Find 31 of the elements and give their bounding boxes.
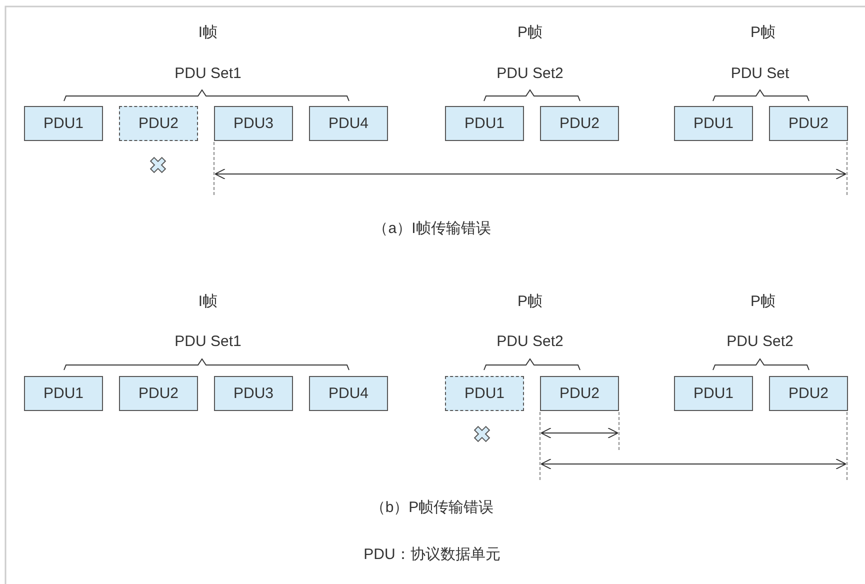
pdu-box: PDU1 [674,106,753,141]
pdu-box: PDU3 [214,106,293,141]
pdu-box: PDU1 [24,376,103,411]
pdu-box: PDU2 [769,106,848,141]
set-label: PDU Set2 [726,333,794,351]
pdu-box: PDU1 [674,376,753,411]
set-label: PDU Set2 [496,65,564,83]
caption: （a）I帧传输错误 [373,220,491,238]
frame-label: I帧 [198,24,218,42]
frame-label: P帧 [750,293,776,311]
pdu-box: PDU4 [309,106,388,141]
pdu-box: PDU2 [769,376,848,411]
pdu-box: PDU4 [309,376,388,411]
pdu-box: PDU1 [24,106,103,141]
frame-label: P帧 [750,24,776,42]
pdu-box: PDU1 [445,376,524,411]
pdu-box: PDU1 [445,106,524,141]
note: PDU：协议数据单元 [364,546,500,564]
pdu-box: PDU2 [119,106,198,141]
set-label: PDU Set1 [174,333,242,351]
frame-label: P帧 [518,24,542,42]
caption: （b）P帧传输错误 [370,499,494,517]
pdu-box: PDU2 [540,376,619,411]
pdu-box: PDU2 [540,106,619,141]
frame-label: I帧 [198,293,218,311]
set-label: PDU Set2 [496,333,564,351]
set-label: PDU Set [730,65,790,83]
frame-label: P帧 [518,293,542,311]
pdu-box: PDU2 [119,376,198,411]
pdu-box: PDU3 [214,376,293,411]
set-label: PDU Set1 [174,65,242,83]
